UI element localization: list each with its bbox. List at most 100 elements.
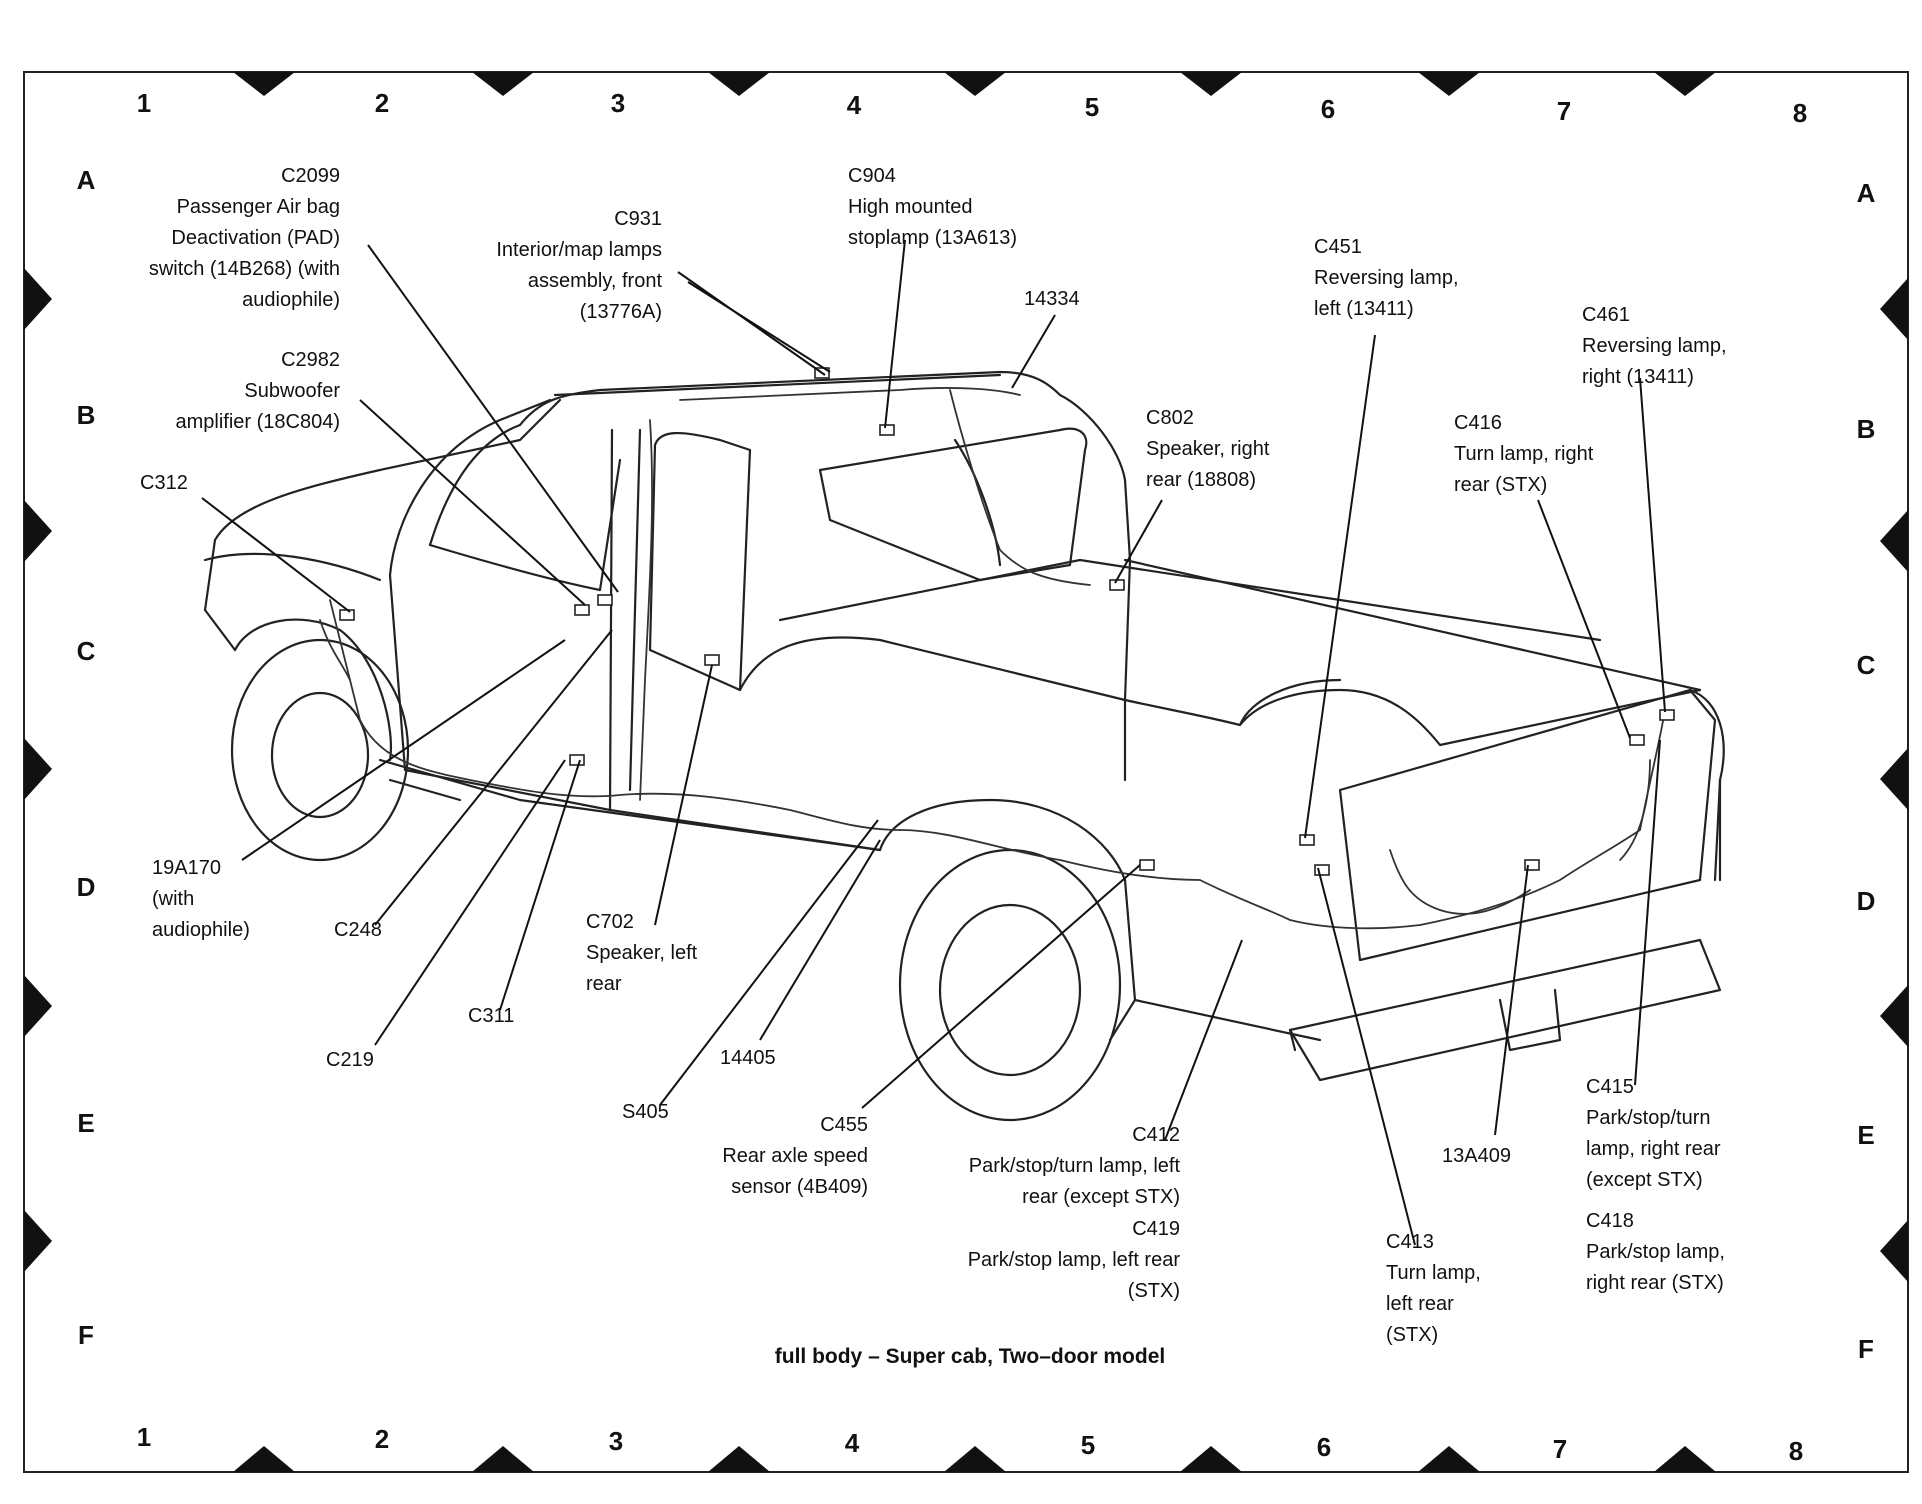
- callout-c931: C931 Interior/map lamps assembly, front …: [496, 204, 662, 328]
- c455-line-3: sensor (4B409): [731, 1176, 868, 1198]
- c2982-line-2: Subwoofer: [244, 380, 340, 402]
- grid-col-5-top: 5: [1084, 92, 1100, 122]
- callout-c451: C451 Reversing lamp, left (13411): [1314, 232, 1459, 325]
- callout-13a409: 13A409: [1442, 1141, 1511, 1172]
- c412-line-2: Park/stop/turn lamp, left: [968, 1155, 1180, 1177]
- c312-line-1: C312: [140, 472, 188, 494]
- grid-row-a-right: A: [1856, 178, 1876, 208]
- c311-line-1: C311: [468, 1005, 515, 1027]
- callout-c418: C418 Park/stop lamp, right rear (STX): [1586, 1206, 1725, 1299]
- c219-line-1: C219: [326, 1049, 374, 1071]
- c418-line-3: right rear (STX): [1586, 1272, 1724, 1294]
- c415-line-1: C415: [1586, 1076, 1634, 1098]
- c2099-line-4: switch (14B268) (with: [148, 258, 340, 280]
- c455-line-1: C455: [820, 1114, 868, 1136]
- grid-row-e-right: E: [1857, 1120, 1875, 1150]
- grid-col-1-bottom: 1: [136, 1422, 152, 1452]
- callout-c2982: C2982 Subwoofer amplifier (18C804): [175, 345, 340, 438]
- callout-c412: C412 Park/stop/turn lamp, left rear (exc…: [969, 1120, 1180, 1213]
- n14334-line-1: 14334: [1024, 288, 1080, 310]
- c419-line-1: C419: [1132, 1218, 1180, 1240]
- bottom-grid-markers: [233, 1446, 1716, 1472]
- top-grid-markers: [233, 72, 1716, 96]
- c412-line-3: rear (except STX): [1022, 1186, 1180, 1208]
- grid-col-2-top: 2: [374, 88, 390, 118]
- callout-c248: C248: [334, 915, 382, 946]
- c931-line-3: assembly, front: [527, 270, 662, 292]
- c2099-line-3: Deactivation (PAD): [171, 227, 340, 249]
- n14405-line-1: 14405: [720, 1047, 776, 1069]
- c702-line-1: C702: [586, 911, 634, 933]
- right-grid-markers: [1880, 278, 1908, 1282]
- callout-14405: 14405: [720, 1043, 776, 1074]
- diagram-caption: full body – Super cab, Two–door model: [774, 1345, 1166, 1368]
- c2099-line-2: Passenger Air bag: [176, 196, 340, 218]
- n19a170-line-3: audiophile): [152, 919, 250, 941]
- c413-line-3: left rear: [1386, 1293, 1454, 1315]
- callout-c802: C802 Speaker, right rear (18808): [1146, 403, 1269, 496]
- c802-line-3: rear (18808): [1146, 469, 1257, 491]
- n19a170-line-1: 19A170: [152, 857, 221, 879]
- c419-line-3: (STX): [1127, 1280, 1180, 1302]
- grid-col-6-bottom: 6: [1316, 1432, 1332, 1462]
- n13a409-line-1: 13A409: [1442, 1145, 1511, 1167]
- c415-line-4: (except STX): [1586, 1169, 1703, 1191]
- grid-row-e-left: E: [77, 1108, 95, 1138]
- c931-line-2: Interior/map lamps: [496, 239, 662, 261]
- c451-line-2: Reversing lamp,: [1314, 267, 1459, 289]
- grid-col-6-top: 6: [1320, 94, 1336, 124]
- c248-line-1: C248: [334, 919, 382, 941]
- grid-col-4-top: 4: [846, 90, 862, 120]
- c461-line-1: C461: [1582, 304, 1630, 326]
- c418-line-2: Park/stop lamp,: [1586, 1241, 1725, 1263]
- grid-col-5-bottom: 5: [1080, 1430, 1096, 1460]
- c2982-line-1: C2982: [281, 349, 340, 371]
- c802-line-1: C802: [1146, 407, 1194, 429]
- c416-line-3: rear (STX): [1454, 474, 1548, 496]
- c413-line-2: Turn lamp,: [1386, 1262, 1481, 1284]
- s405-line-1: S405: [622, 1101, 669, 1123]
- grid-col-8-bottom: 8: [1788, 1436, 1804, 1466]
- wiring-harness: [319, 387, 1666, 930]
- leader-lines: [201, 239, 1666, 1246]
- callout-c419: C419 Park/stop lamp, left rear (STX): [968, 1214, 1180, 1307]
- c416-line-2: Turn lamp, right: [1454, 443, 1594, 465]
- c2099-line-1: C2099: [281, 165, 340, 187]
- c2099-line-5: audiophile): [242, 289, 340, 311]
- c416-line-1: C416: [1454, 412, 1502, 434]
- grid-row-b-right: B: [1856, 414, 1876, 444]
- c904-line-3: stoplamp (13A613): [848, 227, 1017, 249]
- grid-row-f-right: F: [1858, 1334, 1874, 1364]
- left-grid-markers: [24, 268, 52, 1272]
- grid-row-d-right: D: [1856, 886, 1876, 916]
- grid-row-c-left: C: [76, 636, 96, 666]
- c419-line-2: Park/stop lamp, left rear: [967, 1249, 1180, 1271]
- callout-s405: S405: [622, 1097, 669, 1128]
- grid-row-a-left: A: [76, 165, 96, 195]
- connectors: [339, 367, 1675, 876]
- callout-c413: C413 Turn lamp, left rear (STX): [1386, 1227, 1481, 1351]
- callout-c415: C415 Park/stop/turn lamp, right rear (ex…: [1586, 1072, 1721, 1196]
- grid-row-b-left: B: [76, 400, 96, 430]
- grid-col-1-top: 1: [136, 88, 152, 118]
- c412-line-1: C412: [1132, 1124, 1180, 1146]
- grid-col-2-bottom: 2: [374, 1424, 390, 1454]
- grid-row-f-left: F: [78, 1320, 94, 1350]
- n19a170-line-2: (with: [152, 888, 195, 910]
- c702-line-2: Speaker, left: [586, 942, 698, 964]
- callout-c455: C455 Rear axle speed sensor (4B409): [722, 1110, 868, 1203]
- callout-c416: C416 Turn lamp, right rear (STX): [1454, 408, 1593, 501]
- callout-c311: C311: [468, 1001, 514, 1032]
- callout-c312: C312: [140, 468, 188, 499]
- grid-row-d-left: D: [76, 872, 96, 902]
- c461-line-3: right (13411): [1582, 366, 1694, 388]
- callout-c904: C904 High mounted stoplamp (13A613): [848, 161, 1017, 254]
- c451-line-3: left (13411): [1314, 298, 1414, 320]
- c418-line-1: C418: [1586, 1210, 1634, 1232]
- c931-line-4: (13776A): [579, 301, 662, 323]
- c702-line-3: rear: [586, 973, 622, 995]
- grid-col-3-top: 3: [610, 88, 626, 118]
- grid-col-3-bottom: 3: [608, 1426, 624, 1456]
- c931-line-1: C931: [614, 208, 662, 230]
